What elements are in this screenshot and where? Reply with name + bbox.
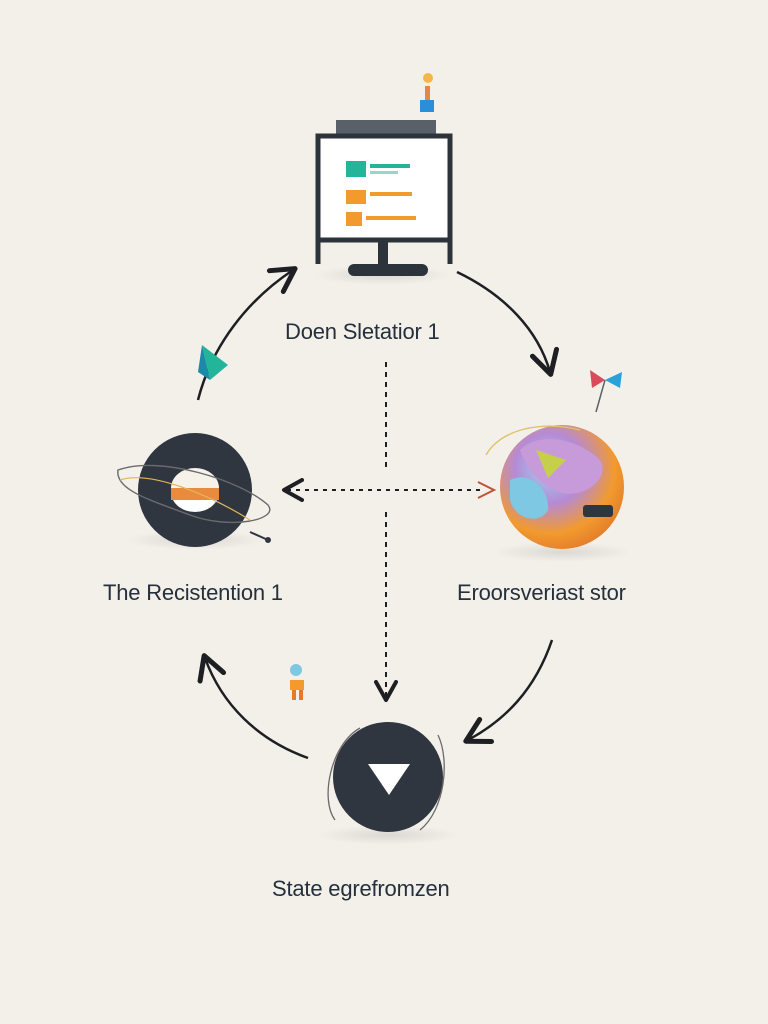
vinyl-disc-icon <box>118 433 271 550</box>
small-arrow-icon <box>478 482 494 498</box>
tiny-person-icon <box>290 664 304 700</box>
tiny-figure-icon <box>420 73 434 112</box>
monitor-icon <box>313 120 453 285</box>
arrow-left-to-top <box>198 270 293 400</box>
colorful-globe-icon <box>486 425 632 562</box>
play-triangle-icon <box>318 722 458 845</box>
node-label-top: Doen Sletatior 1 <box>285 319 440 345</box>
node-label-right: Eroorsveriast stor <box>457 580 626 606</box>
node-label-bottom: State egrefromzen <box>272 876 450 902</box>
arrow-top-to-right <box>457 272 550 372</box>
node-label-left: The Recistention 1 <box>103 580 283 606</box>
pinwheel-icon <box>590 370 622 412</box>
arrow-right-to-bottom <box>468 640 552 740</box>
